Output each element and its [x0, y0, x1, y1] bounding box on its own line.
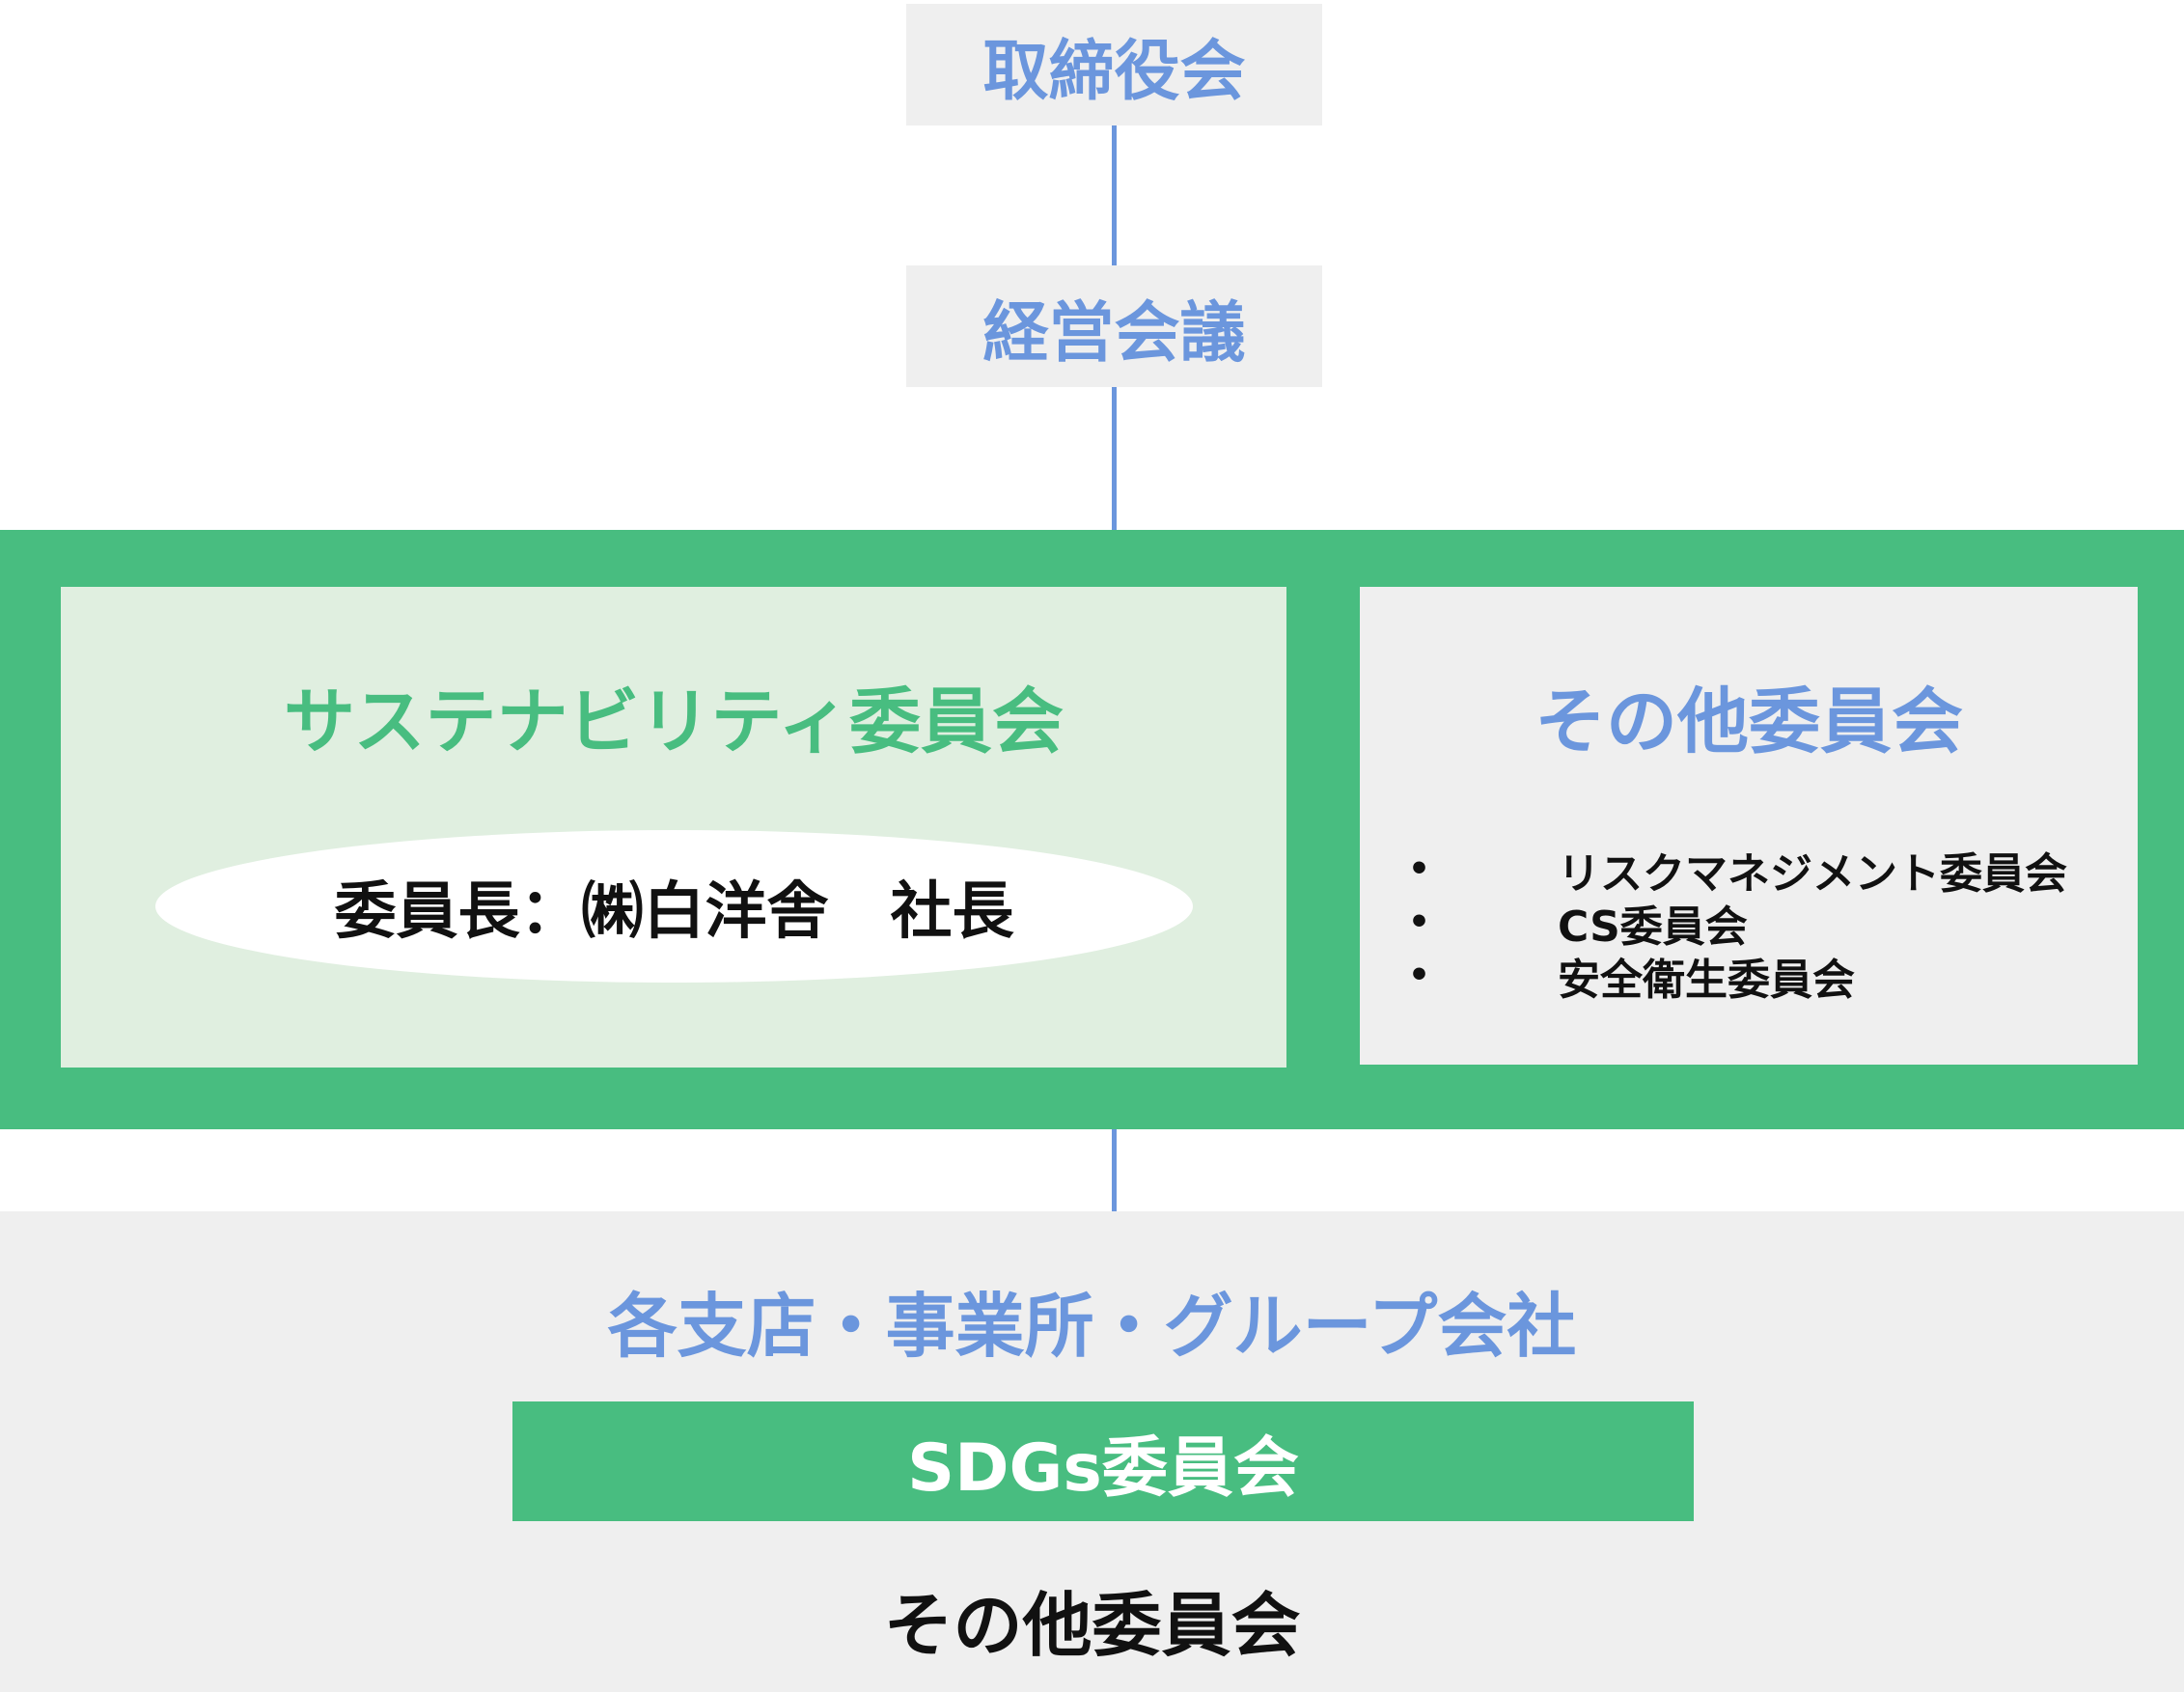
- list-item-label: リスクマネジメント委員会: [1558, 848, 2067, 899]
- bullet-icon: •: [1408, 902, 1431, 942]
- connector-committees-branches: [1112, 1129, 1117, 1211]
- list-item-label: 安全衛生委員会: [1558, 955, 1855, 1005]
- sustainability-committee-panel: サステナビリティ委員会 委員長：㈱白洋舎 社長: [61, 587, 1286, 1068]
- management-node: 経営会議: [906, 265, 1322, 387]
- sdgs-committee-label: SDGs委員会: [907, 1429, 1299, 1507]
- board-label: 取締役会: [982, 33, 1246, 110]
- management-label: 経営会議: [982, 294, 1246, 372]
- committee-chair-label: 委員長：㈱白洋舎 社長: [334, 876, 1014, 948]
- other-committees-panel: その他委員会 • リスクマネジメント委員会 • CS委員会 • 安全衛生委員会: [1360, 587, 2138, 1065]
- bullet-icon: •: [1408, 956, 1431, 995]
- other-committees-title: その他委員会: [1534, 680, 1963, 763]
- list-item: • CS委員会: [1408, 896, 2067, 952]
- list-item-label: CS委員会: [1558, 901, 1748, 952]
- bullet-icon: •: [1408, 849, 1431, 889]
- branches-other-committees: その他委員会: [883, 1585, 1301, 1666]
- list-item: • 安全衛生委員会: [1408, 949, 2067, 1005]
- branches-panel: 各支店・事業所・グループ会社 SDGs委員会 その他委員会: [0, 1211, 2184, 1692]
- board-node: 取締役会: [906, 4, 1322, 125]
- sustainability-committee-title: サステナビリティ委員会: [283, 680, 1064, 763]
- sdgs-committee-box: SDGs委員会: [512, 1401, 1694, 1521]
- other-committees-list: • リスクマネジメント委員会 • CS委員会 • 安全衛生委員会: [1408, 843, 2067, 1005]
- branches-title: 各支店・事業所・グループ会社: [607, 1286, 1577, 1367]
- list-item: • リスクマネジメント委員会: [1408, 843, 2067, 899]
- committee-chair-oval: 委員長：㈱白洋舎 社長: [155, 830, 1193, 983]
- connector-board-management: [1112, 125, 1117, 265]
- connector-management-committees: [1112, 387, 1117, 530]
